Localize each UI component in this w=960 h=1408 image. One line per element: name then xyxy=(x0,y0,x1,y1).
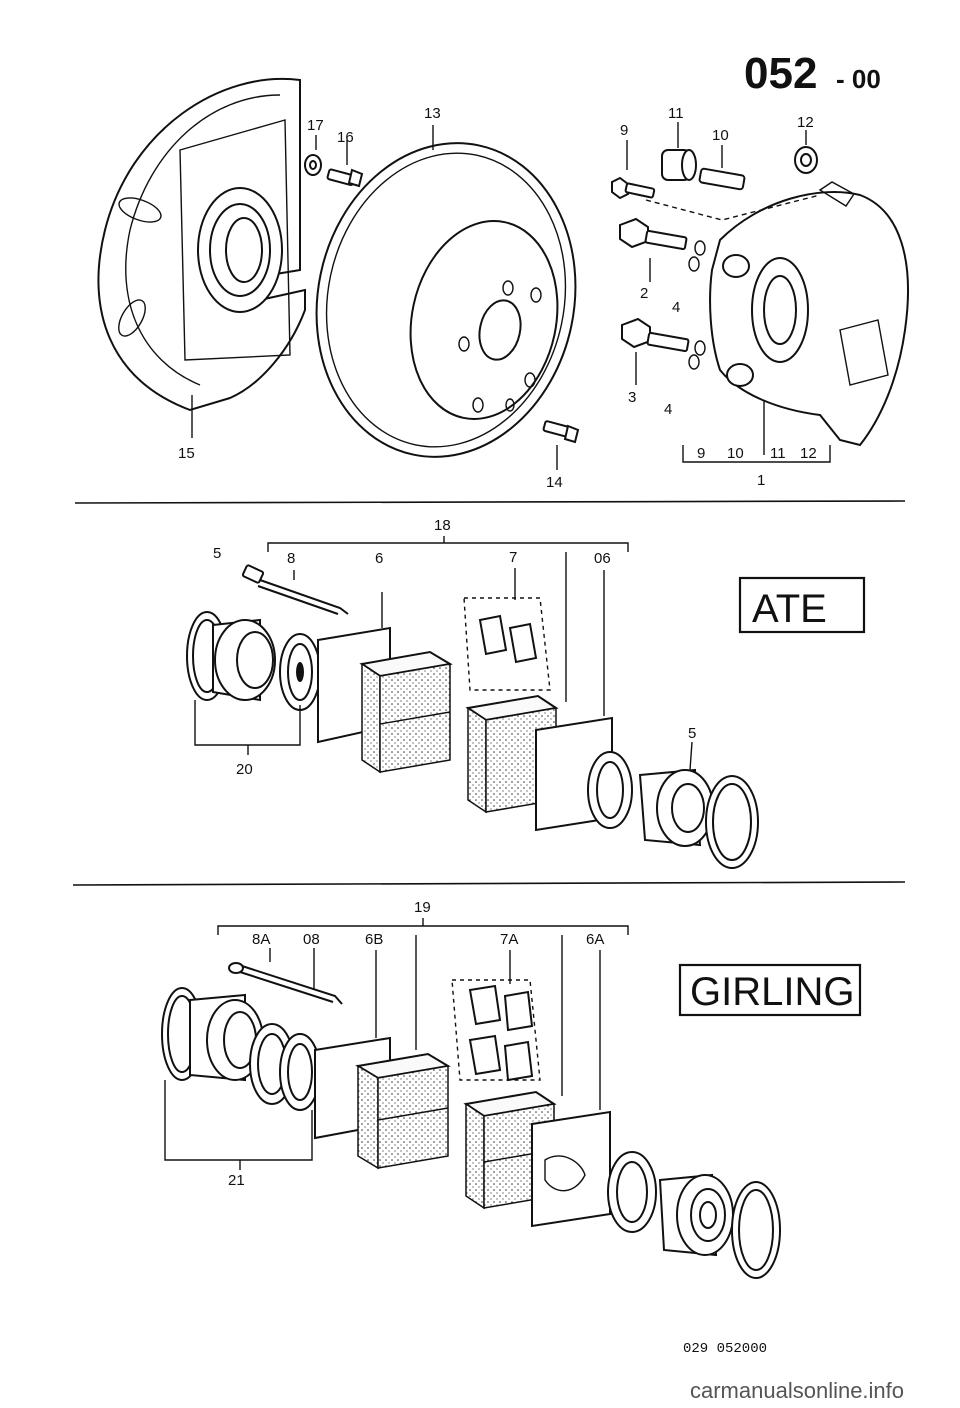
svg-text:ATE: ATE xyxy=(752,587,827,631)
retaining-pin-8A xyxy=(228,948,343,1005)
svg-text:GIRLING: GIRLING xyxy=(690,970,854,1014)
label-12: 12 xyxy=(797,114,814,131)
label-9: 9 xyxy=(620,122,628,139)
dust-cap-4 xyxy=(688,240,706,370)
bolt-14 xyxy=(542,420,580,470)
spring-clip-7A xyxy=(451,950,541,1082)
shim-6A-cutout xyxy=(544,1155,586,1192)
bleed-valve-10 xyxy=(698,145,746,191)
label-4a: 4 xyxy=(672,299,680,316)
girling-brand-box: GIRLING xyxy=(678,963,862,1017)
label-10: 10 xyxy=(712,127,729,144)
spring-clip-7 xyxy=(463,568,551,691)
label-14: 14 xyxy=(546,474,563,491)
bracket-18 xyxy=(267,536,629,552)
label-19: 19 xyxy=(414,899,431,916)
watermark: carmanualsonline.info xyxy=(690,1378,904,1403)
brake-caliper xyxy=(709,181,909,455)
label-5a: 5 xyxy=(213,545,221,562)
bracket-19 xyxy=(217,918,629,935)
ate-brand-box: ATE xyxy=(738,576,866,634)
splash-shield xyxy=(97,77,306,438)
label-08: 08 xyxy=(303,931,320,948)
guide-bolt-2 xyxy=(619,217,688,282)
bleed-screw-9 xyxy=(611,140,656,200)
label-6A: 6A xyxy=(586,931,604,948)
piston-seal-left xyxy=(186,611,321,711)
label-3: 3 xyxy=(628,389,636,406)
bolt-16 xyxy=(326,140,364,188)
bracket-20 xyxy=(194,700,301,755)
label-18: 18 xyxy=(434,517,451,534)
label-1: 1 xyxy=(757,472,765,489)
label-8: 8 xyxy=(287,550,295,567)
label-4b: 4 xyxy=(664,401,672,418)
label-06: 06 xyxy=(594,550,611,567)
label-13: 13 xyxy=(424,105,441,122)
label-21: 21 xyxy=(228,1172,245,1189)
label-7: 7 xyxy=(509,549,517,566)
girling-piston-left xyxy=(161,987,321,1111)
group-item-11: 11 xyxy=(770,445,786,462)
drawing-code: 029 052000 xyxy=(683,1341,767,1357)
dust-cap-12 xyxy=(794,130,818,174)
label-17: 17 xyxy=(307,117,324,134)
label-6: 6 xyxy=(375,550,383,567)
page-suffix: - 00 xyxy=(836,64,881,94)
bracket-21 xyxy=(164,1080,313,1170)
piston-seal-right xyxy=(587,741,759,869)
assembly-dash xyxy=(645,194,821,221)
group-item-12: 12 xyxy=(800,445,817,462)
girling-piston-right xyxy=(607,1151,781,1279)
label-11: 11 xyxy=(668,105,684,122)
guide-bolt-3 xyxy=(621,317,690,385)
group-item-9: 9 xyxy=(697,445,705,462)
label-5b: 5 xyxy=(688,725,696,742)
label-8A: 8A xyxy=(252,931,270,948)
retaining-pin-8 xyxy=(241,564,349,615)
label-20: 20 xyxy=(236,761,253,778)
page-code: 052 xyxy=(744,49,817,98)
group-bracket-1 xyxy=(682,445,831,463)
label-16: 16 xyxy=(337,129,354,146)
section-divider-top xyxy=(74,500,906,504)
bleed-cap-11 xyxy=(661,122,697,181)
girling-pad-left xyxy=(355,1052,451,1170)
brake-disc xyxy=(315,125,577,458)
group-item-10: 10 xyxy=(727,445,744,462)
washer-17 xyxy=(304,135,322,176)
shim-6A xyxy=(531,1110,611,1228)
label-6B: 6B xyxy=(365,931,383,948)
section-divider-bottom xyxy=(72,881,906,886)
label-7A: 7A xyxy=(500,931,518,948)
label-2: 2 xyxy=(640,285,648,302)
brake-pad-left xyxy=(359,650,453,774)
label-15: 15 xyxy=(178,445,195,462)
